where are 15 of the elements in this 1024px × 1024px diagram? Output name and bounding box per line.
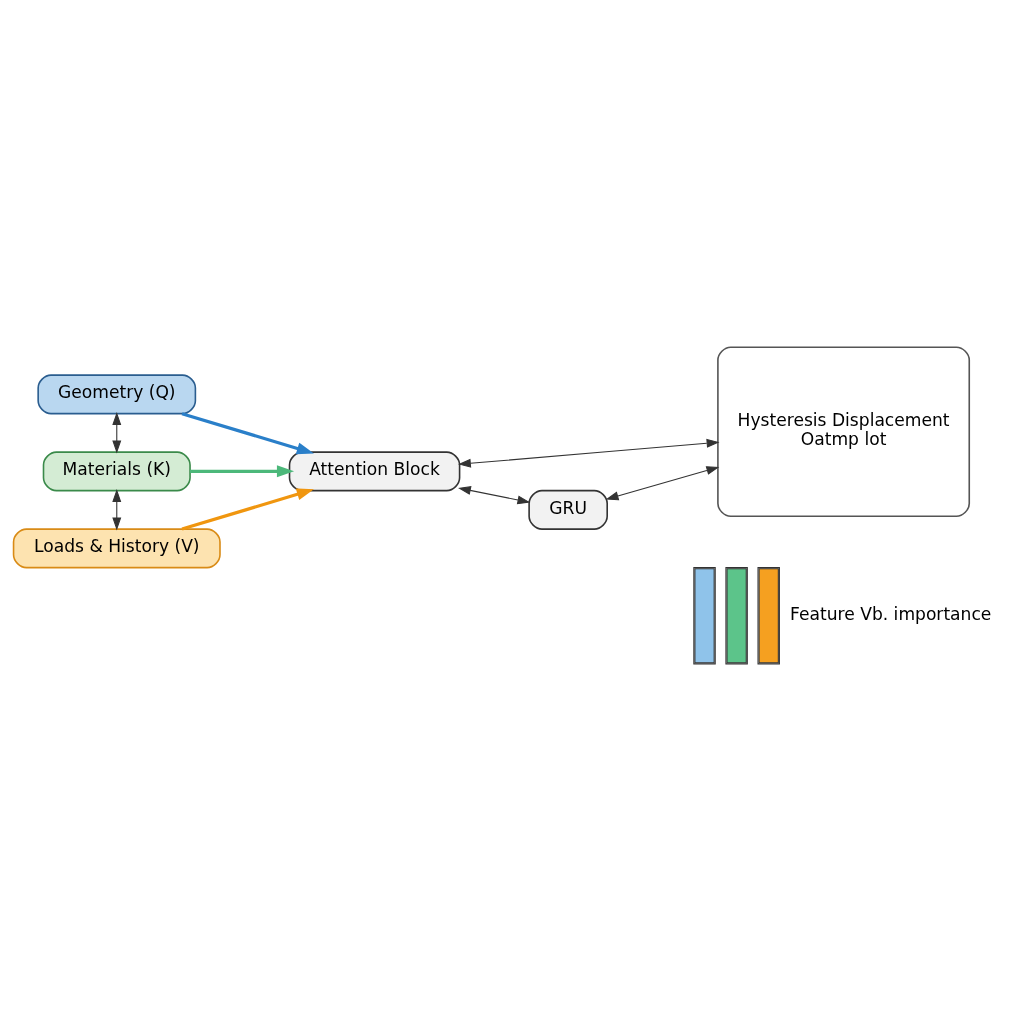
node-box: Loads & History (V) — [12, 528, 221, 569]
arrow — [181, 488, 314, 531]
node-box: Hysteresis Displacement Oatmp lot — [717, 346, 971, 518]
label: Feature Vb. importance — [790, 603, 992, 624]
node-box: GRU — [528, 489, 608, 530]
arrow — [112, 489, 122, 531]
node-box: Attention Block — [288, 451, 461, 492]
arrow — [458, 438, 720, 468]
arrow — [112, 412, 122, 454]
node-box: Materials (K) — [42, 451, 191, 492]
node-box: Geometry (Q) — [37, 374, 197, 415]
arrow — [605, 466, 720, 501]
arrow — [458, 486, 531, 505]
arrow — [190, 465, 295, 478]
arrow — [181, 412, 314, 455]
